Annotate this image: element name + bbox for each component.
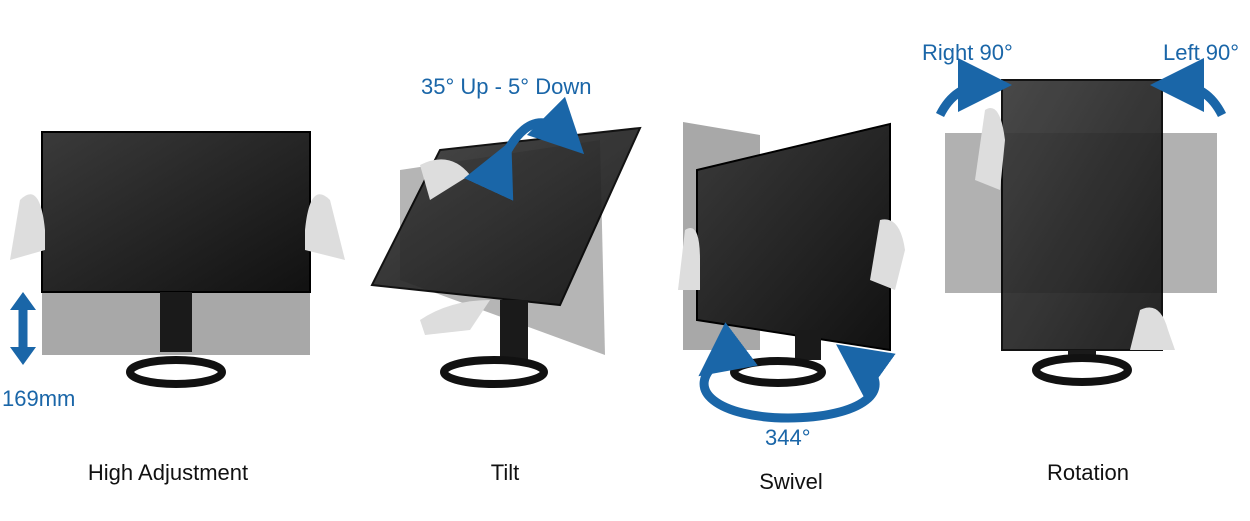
caption-swivel: Swivel [759, 469, 823, 494]
swivel-arrow-icon [698, 322, 896, 423]
rotation-monitor [945, 79, 1217, 386]
tilt-monitor [370, 126, 642, 388]
caption-height: High Adjustment [87, 460, 249, 485]
rotate-left-label: Left 90° [1163, 40, 1240, 65]
up-down-arrow-icon [10, 292, 36, 365]
rotate-right-arrow-icon [935, 58, 1012, 118]
height-range-label: 169mm [2, 386, 76, 411]
swivel-range-label: 344° [765, 425, 811, 450]
height-adjust-monitor [10, 131, 345, 388]
tilt-arrow-icon [464, 96, 585, 201]
tilt-range-label: 35° Up - 5° Down [421, 74, 592, 99]
rotate-left-arrow-icon [1150, 58, 1227, 118]
caption-rotation: Rotation [1047, 460, 1129, 485]
swivel-monitor [678, 122, 905, 387]
rotate-right-label: Right 90° [922, 40, 1013, 65]
caption-tilt: Tilt [490, 460, 520, 485]
